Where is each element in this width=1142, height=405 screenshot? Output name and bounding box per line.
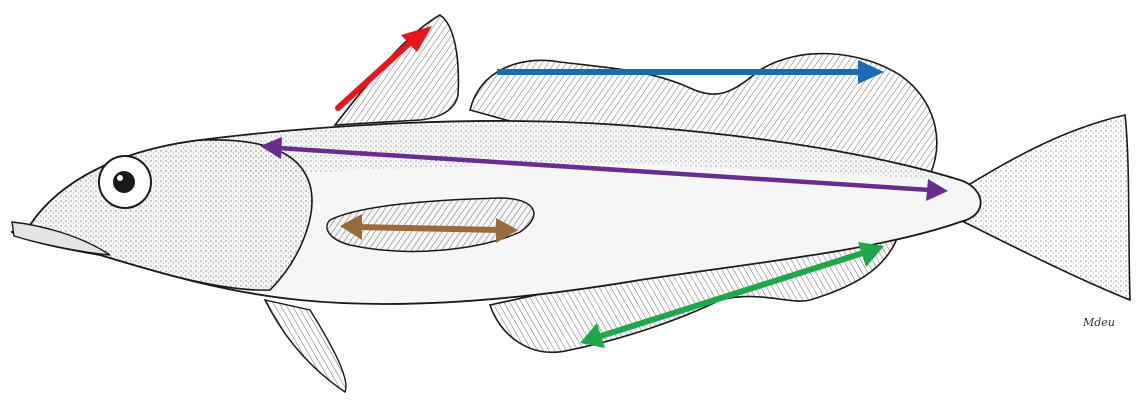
pelvic-fin [265,300,346,392]
head-operculum [12,140,312,290]
eye-pupil [113,171,135,193]
artist-signature: Mdeu [1083,316,1115,329]
first-dorsal-fin [335,15,458,125]
caudal-fin [960,115,1130,300]
